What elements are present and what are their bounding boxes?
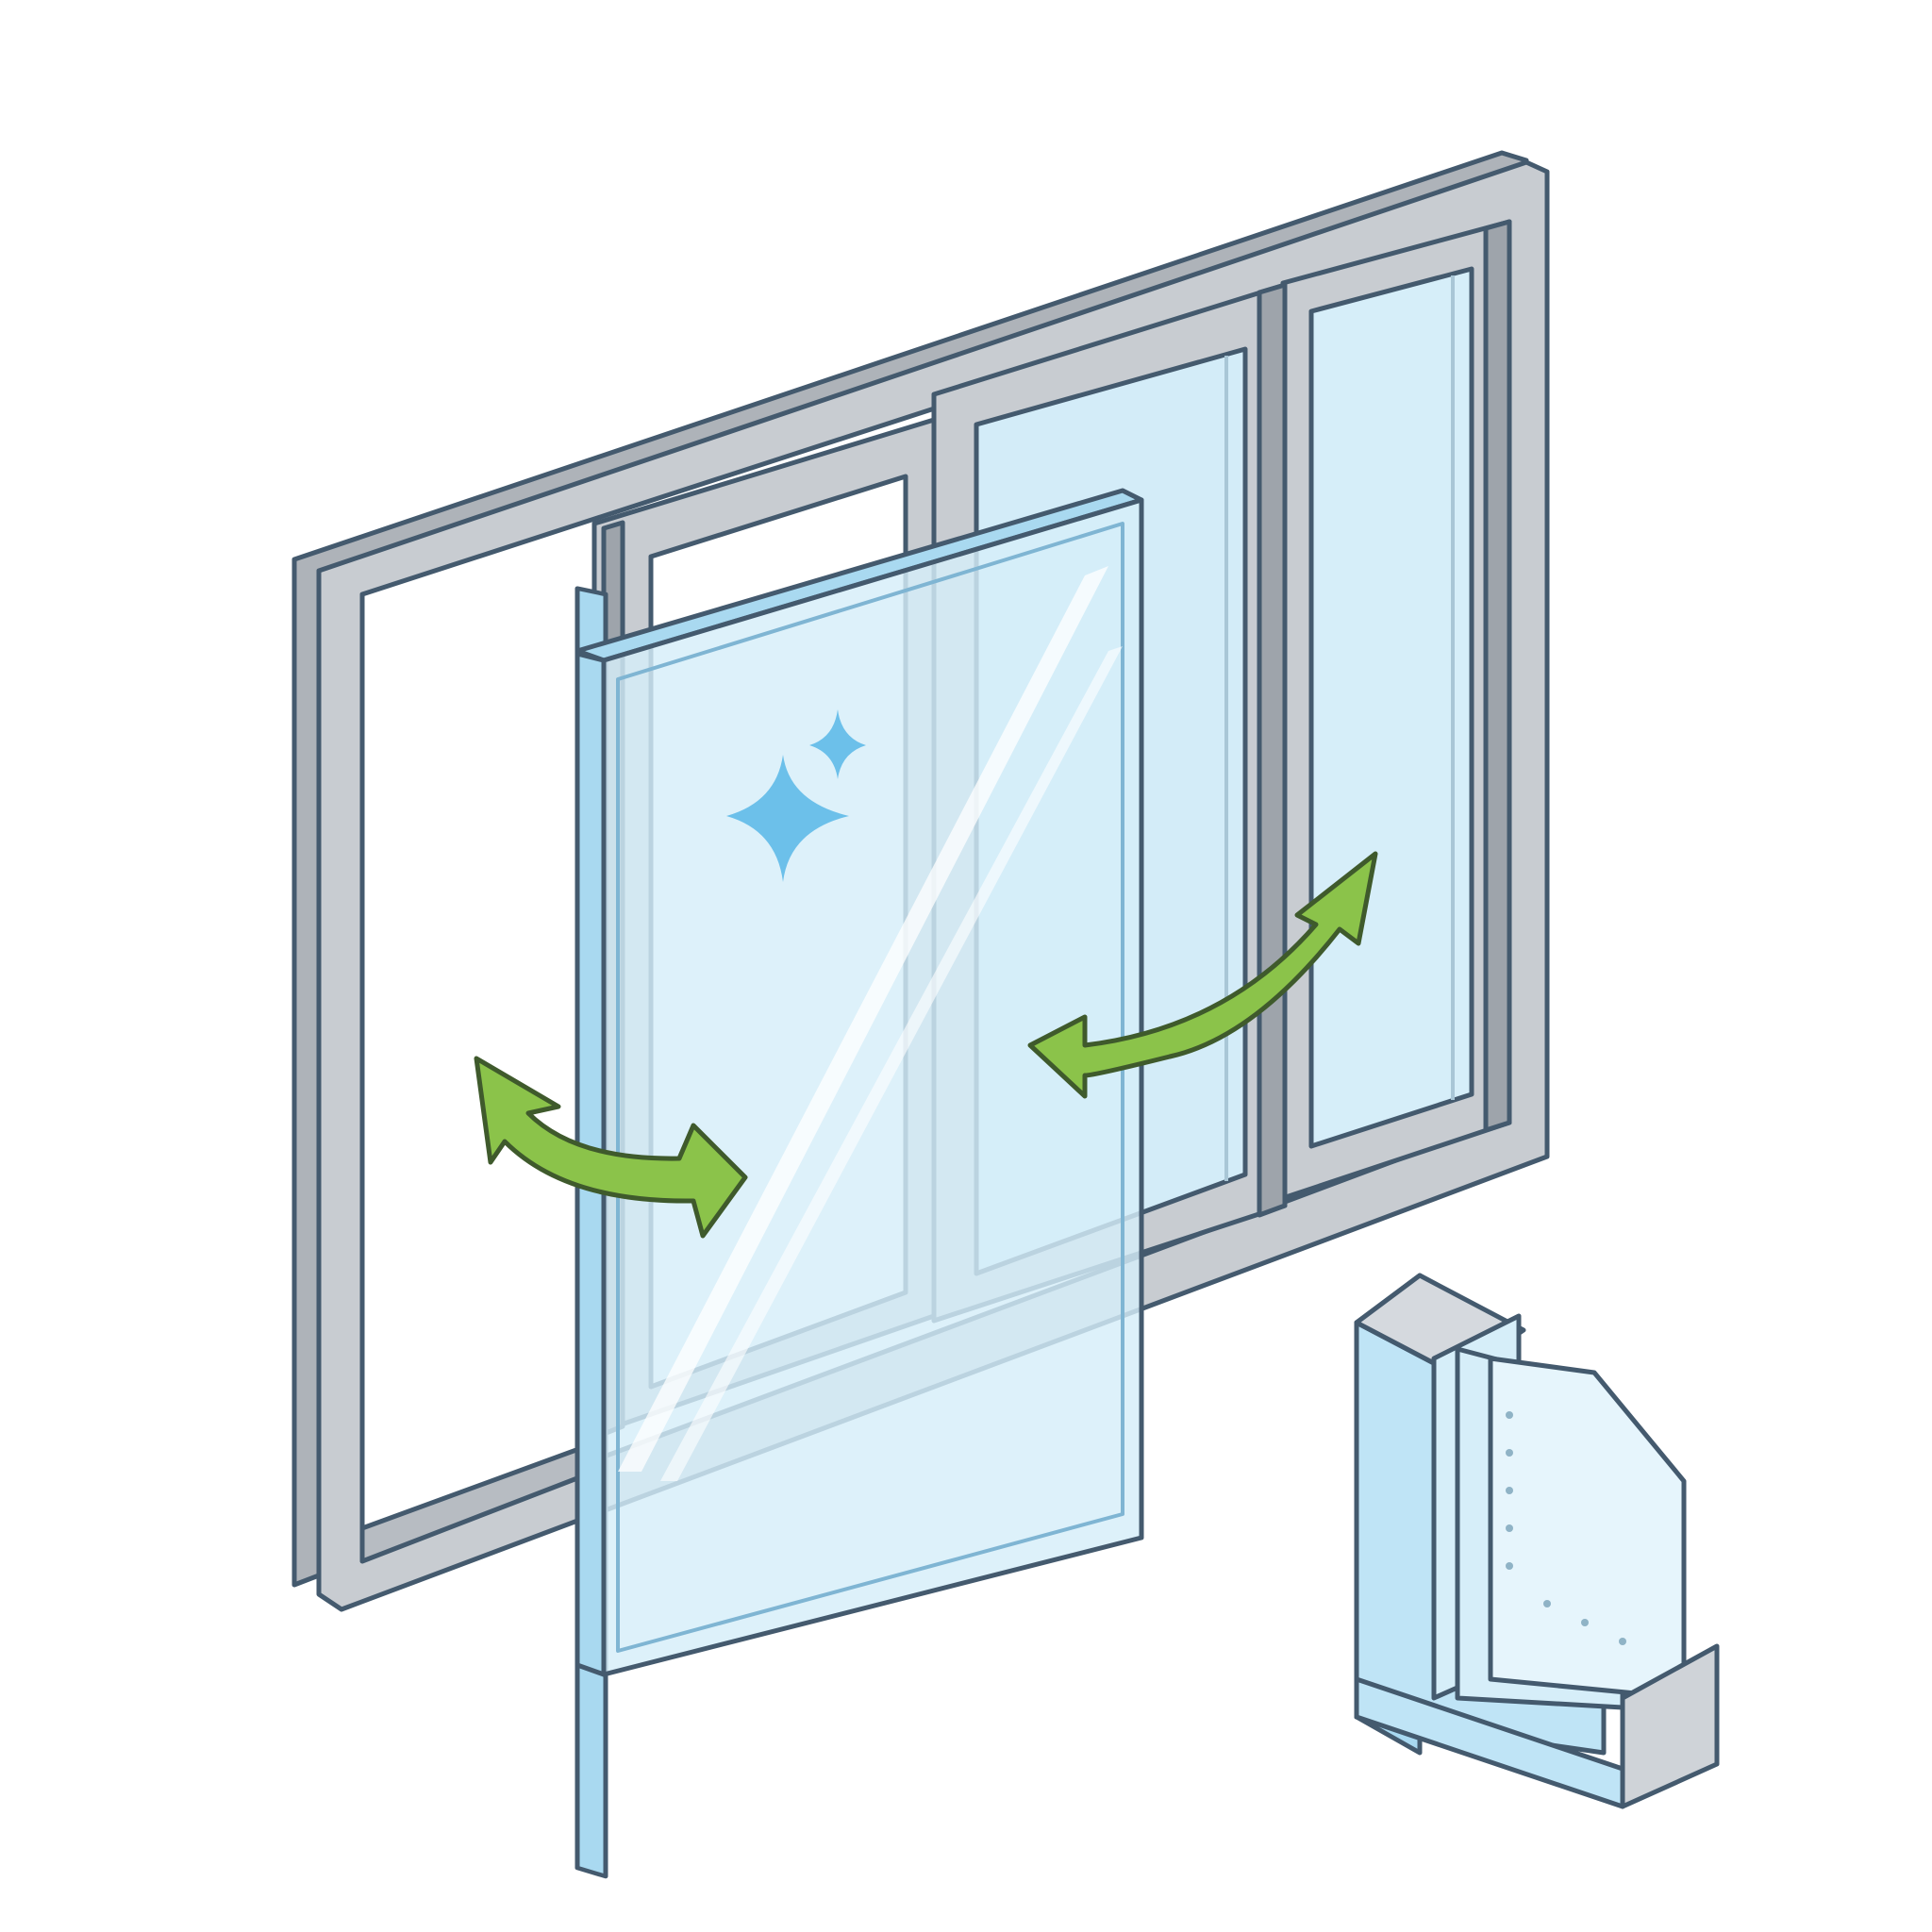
double-glazing-cross-section bbox=[1354, 1273, 1720, 1809]
sparkle-small bbox=[809, 709, 866, 779]
glass-face bbox=[601, 497, 1144, 1677]
right-sash-glass bbox=[1308, 266, 1474, 1149]
glass-glare-1 bbox=[618, 566, 1108, 1472]
middle-sash-side bbox=[1257, 282, 1288, 1218]
cutaway-glass-2 bbox=[1488, 1356, 1687, 1701]
right-sash bbox=[1280, 219, 1512, 1201]
swap-arrow-left bbox=[474, 1056, 748, 1239]
cutaway-desiccant bbox=[1506, 1411, 1626, 1645]
swap-arrow-right bbox=[1027, 851, 1378, 1099]
glass-glare-2 bbox=[660, 646, 1123, 1481]
right-sash-side bbox=[1483, 219, 1512, 1133]
cutaway-bottom-front bbox=[1354, 1676, 1625, 1809]
swap-arrows bbox=[474, 851, 1378, 1239]
new-glass-pane bbox=[575, 488, 1144, 1879]
glass-inner-border bbox=[616, 522, 1124, 1653]
sparkle-large bbox=[726, 755, 849, 882]
sparkle-icon bbox=[726, 709, 866, 882]
